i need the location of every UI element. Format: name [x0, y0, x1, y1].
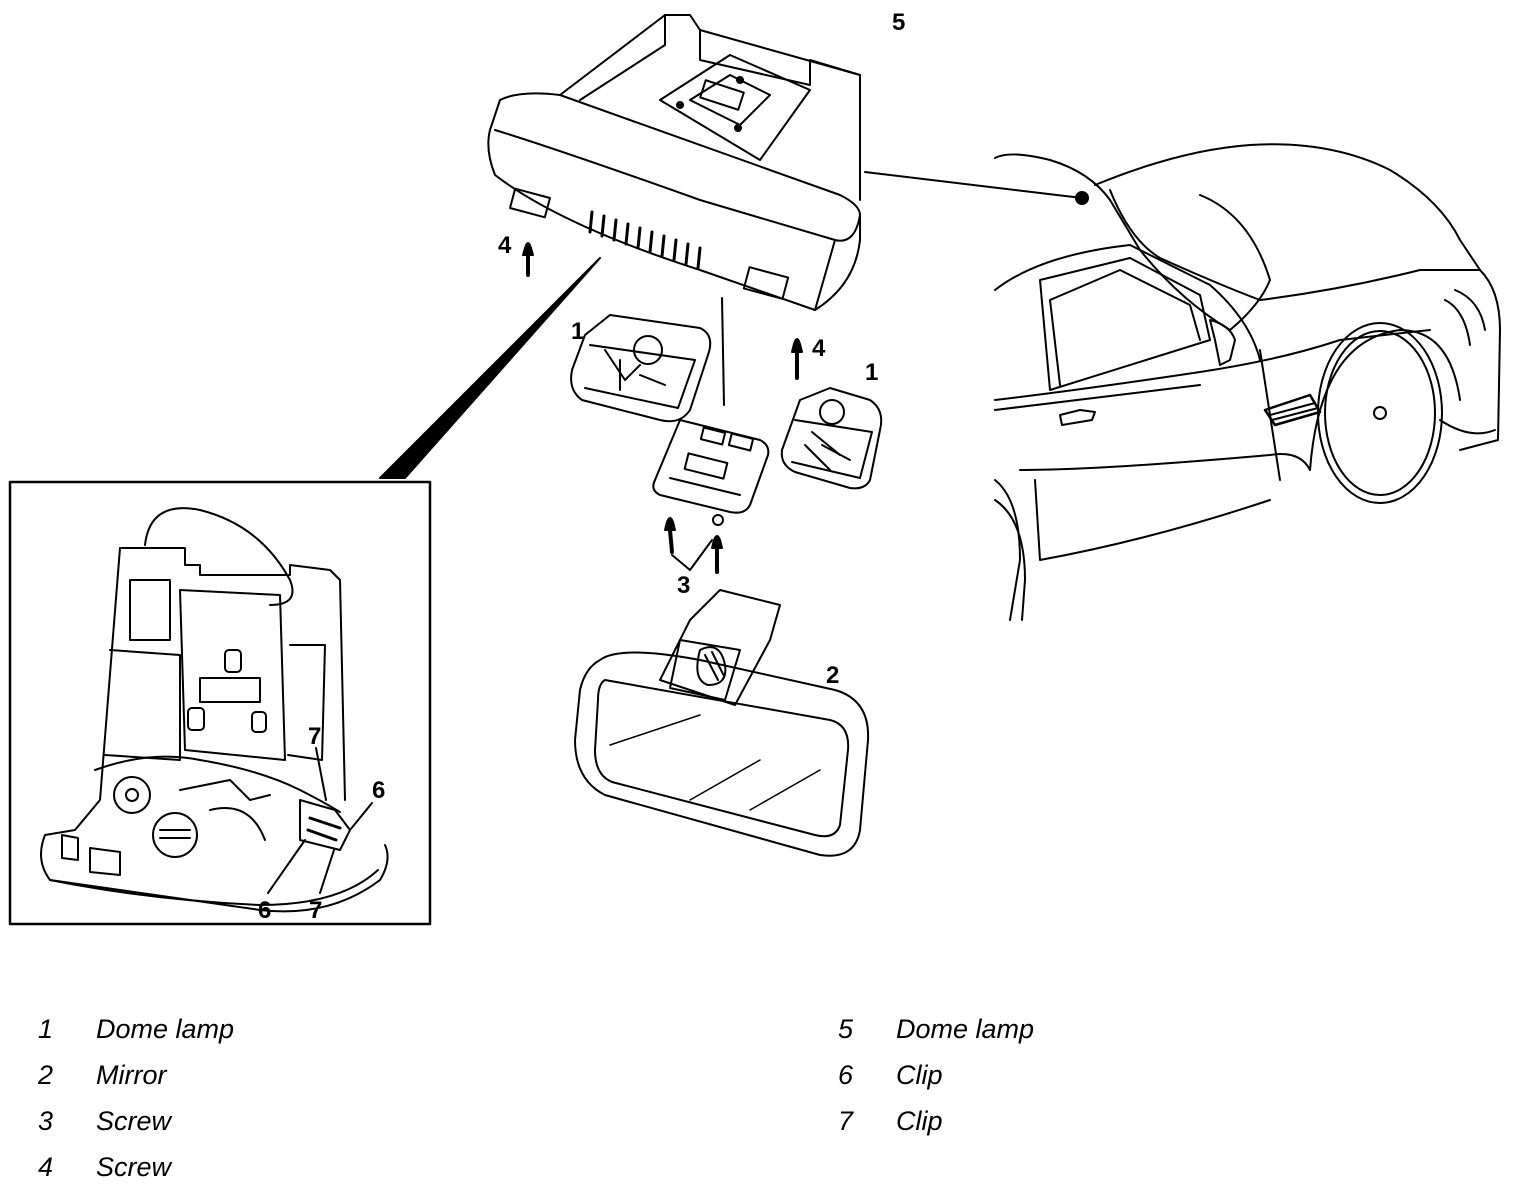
screw-3-left [664, 517, 676, 554]
callout-5: 5 [892, 9, 905, 36]
legend-label: Mirror [96, 1060, 167, 1090]
callout-7-top: 7 [308, 723, 321, 750]
dome-lamp-left [570, 314, 712, 423]
callout-6-right: 6 [372, 777, 385, 804]
callout-labels: 5 4 4 1 1 3 2 7 6 6 7 [258, 9, 905, 924]
screw-4-left [522, 242, 534, 277]
inset-detail [40, 507, 389, 913]
legend-label: Dome lamp [896, 1014, 1035, 1044]
callout-6-bottom: 6 [258, 897, 271, 924]
inset-frame [8, 480, 432, 926]
legend-item: 4 Screw [38, 1144, 234, 1190]
legend-number: 2 [38, 1060, 54, 1090]
screw-4-right [791, 338, 803, 380]
legend-number: 1 [38, 1014, 54, 1044]
legend-number: 6 [838, 1060, 854, 1090]
callout-3: 3 [677, 572, 690, 599]
legend-item: 5 Dome lamp [838, 1006, 1034, 1052]
legend-item: 2 Mirror [38, 1052, 234, 1098]
switch-panel [652, 419, 770, 514]
legend-label: Screw [96, 1106, 172, 1136]
exploded-view-drawing: 5 4 4 1 1 3 2 7 6 6 7 [8, 9, 1501, 926]
legend-item: 7 Clip [838, 1098, 1034, 1144]
legend-number: 7 [838, 1106, 854, 1136]
callout-1-left: 1 [571, 318, 584, 345]
legend-number: 3 [38, 1106, 54, 1136]
callout-1-right: 1 [865, 359, 878, 386]
car-illustration [994, 143, 1501, 621]
legend-label: Clip [896, 1106, 943, 1136]
legend-label: Dome lamp [96, 1014, 235, 1044]
legend-item: 3 Screw [38, 1098, 234, 1144]
legend-label: Screw [96, 1152, 172, 1182]
legend-number: 4 [38, 1152, 54, 1182]
callout-7-bottom: 7 [309, 897, 322, 924]
rear-view-mirror [574, 589, 870, 857]
legend-label: Clip [896, 1060, 943, 1090]
callout-2: 2 [826, 662, 839, 689]
legend-number: 5 [838, 1014, 854, 1044]
dome-lamp-right [780, 387, 883, 490]
legend-item: 6 Clip [838, 1052, 1034, 1098]
screw-3-right [711, 514, 724, 574]
callout-4-left: 4 [498, 232, 512, 259]
callout-4-right: 4 [812, 335, 826, 362]
legend-item: 1 Dome lamp [38, 1006, 234, 1052]
dome-lamp-housing [487, 14, 861, 311]
